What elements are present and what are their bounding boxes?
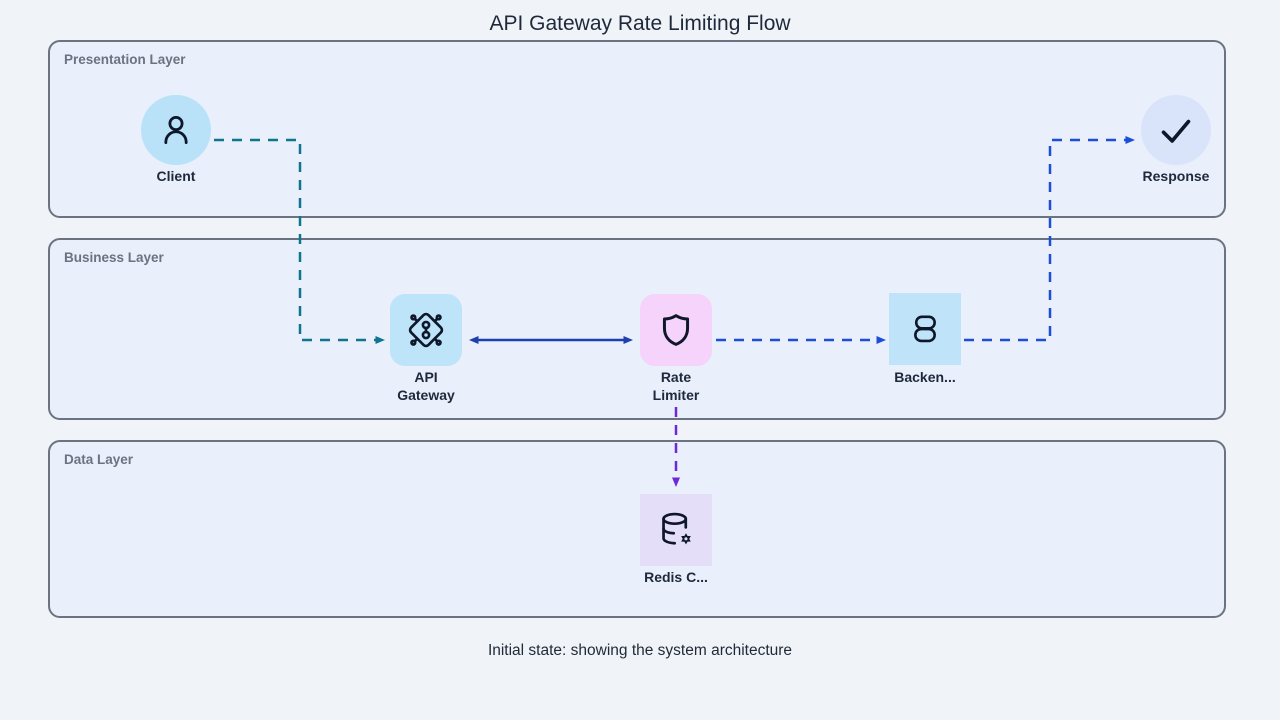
node-rate-limiter-label: Rate Limiter [652, 369, 700, 403]
node-backend [889, 293, 961, 365]
api-gateway-icon [408, 312, 444, 348]
user-icon [164, 116, 188, 144]
node-response-label: Response [1142, 168, 1210, 184]
database-gear-icon [662, 512, 691, 545]
server-stack-icon [914, 315, 936, 343]
diagram-title: API Gateway Rate Limiting Flow [489, 12, 791, 35]
node-client-label: Client [156, 168, 196, 184]
node-response [1141, 95, 1211, 165]
node-rate-limiter [640, 294, 712, 366]
layer-data: Data Layer [48, 440, 1226, 618]
shield-icon [662, 314, 690, 346]
node-api-gateway-label: API Gateway [397, 369, 455, 403]
layer-presentation-label: Presentation Layer [64, 52, 186, 67]
layer-presentation: Presentation Layer [48, 40, 1226, 218]
caption: Initial state: showing the system archit… [487, 642, 793, 659]
node-backend-label: Backen... [894, 369, 956, 385]
checkmark-icon [1161, 119, 1191, 143]
layer-business-label: Business Layer [64, 250, 164, 265]
node-api-gateway [390, 294, 462, 366]
node-redis [640, 494, 712, 566]
node-client [141, 95, 211, 165]
node-redis-label: Redis C... [644, 569, 708, 585]
layer-data-label: Data Layer [64, 452, 134, 467]
